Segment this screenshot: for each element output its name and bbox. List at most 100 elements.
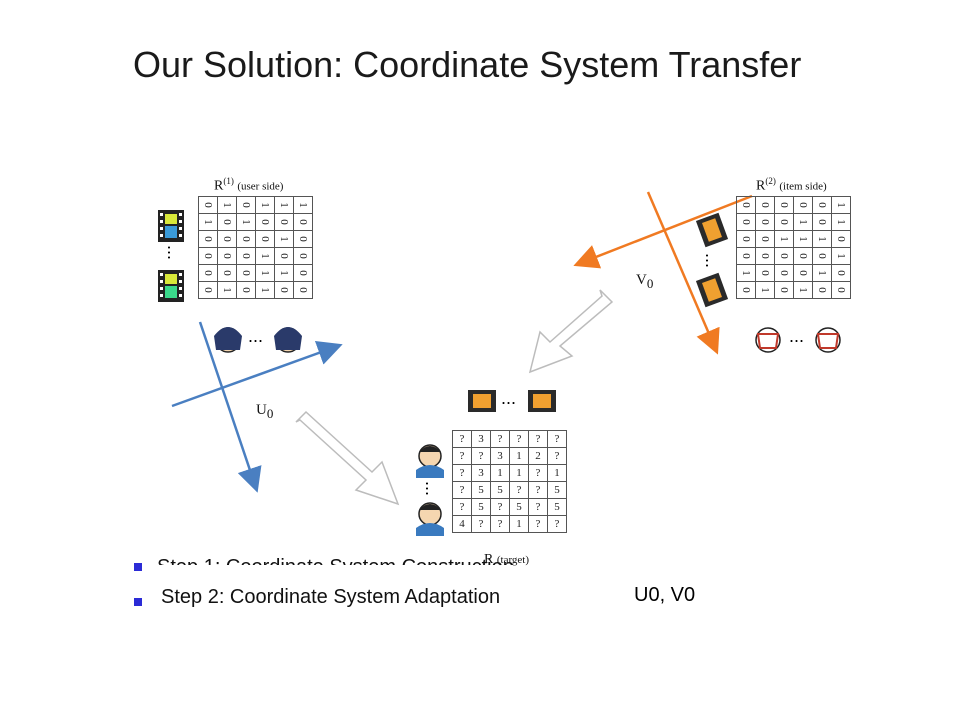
v-axis-label: V0 [636,272,654,291]
matrix-cell: 0 [793,264,813,282]
matrix-cell: 0 [774,213,794,231]
matrix-cell: ? [509,481,529,499]
matrix-cell: 0 [812,196,832,214]
matrix-cell: 0 [274,247,294,265]
matrix-cell: 0 [736,230,756,248]
matrix-cell: ? [528,515,548,533]
matrix-cell: 1 [509,515,529,533]
matrix-cell: ? [471,447,491,465]
matrix-cell: 5 [471,481,491,499]
bullet-step-2: Step 2: Coordinate System Adaptation [161,586,500,609]
matrix-cell: 0 [774,281,794,299]
matrix-cell: 1 [736,264,756,282]
matrix-cell: 1 [274,230,294,248]
person-icon [274,327,302,353]
matrix-cell: ? [452,498,472,516]
matrix-cell: ? [509,430,529,448]
matrix-cell: 0 [236,264,256,282]
matrix-cell: 0 [812,281,832,299]
matrix-cell: 4 [452,515,472,533]
matrix-cell: ? [547,515,567,533]
matrix-cell: ? [547,430,567,448]
matrix-cell: ? [471,515,491,533]
film-strip-icon [528,390,556,412]
matrix-cell: 5 [547,498,567,516]
transfer-arrow-right [528,289,614,374]
matrix-cell: 0 [755,264,775,282]
person-icon [755,327,781,353]
matrix-cell: 1 [812,264,832,282]
matrix-cell: 1 [547,464,567,482]
film-strip-icon [695,212,729,248]
matrix-cell: 0 [736,281,756,299]
matrix-cell: 0 [217,264,237,282]
ellipsis-users-left: ... [248,326,264,346]
matrix-cell: 0 [236,196,256,214]
matrix-cell: 1 [274,196,294,214]
person-icon [416,502,444,536]
matrix-cell: 0 [812,247,832,265]
matrix-cell: 1 [274,264,294,282]
matrix-cell: 1 [236,213,256,231]
matrix-cell: 0 [217,247,237,265]
matrix-cell: 0 [831,281,851,299]
matrix-cell: 1 [255,264,275,282]
matrix-cell: 0 [293,281,313,299]
formula-u0-v0: U0, V0 [634,584,696,606]
matrix-cell: ? [490,515,510,533]
matrix-cell: 1 [490,464,510,482]
bullet-step-2-text: Step 2: Coordinate System Adaptation [161,586,501,608]
matrix-cell: ? [547,447,567,465]
matrix-cell: 1 [217,281,237,299]
matrix-cell: 5 [471,498,491,516]
matrix-cell: 1 [255,196,275,214]
matrix-cell: 0 [293,213,313,231]
matrix-cell: 0 [793,247,813,265]
matrix-cell: 0 [217,230,237,248]
matrix-cell: 1 [255,281,275,299]
matrix-cell: ? [528,498,548,516]
matrix-cell: 3 [490,447,510,465]
matrix-cell: 0 [198,230,218,248]
matrix-cell: 0 [198,281,218,299]
matrix-cell: 5 [490,481,510,499]
matrix-cell: 0 [755,230,775,248]
matrix-cell: 0 [236,247,256,265]
matrix-cell: 1 [812,230,832,248]
matrix-cell: 3 [471,430,491,448]
matrix-cell: 0 [812,213,832,231]
bullet-marker [134,598,142,606]
matrix-cell: 1 [198,213,218,231]
u-axis-line-2 [171,341,343,408]
matrix-cell: 0 [255,230,275,248]
matrix-cell: 1 [774,230,794,248]
matrix-cell: 1 [831,213,851,231]
bullet-marker [134,563,142,571]
user-matrix-label: R(1) (user side) [214,176,284,194]
matrix-cell: 0 [217,213,237,231]
matrix-cell: 0 [774,264,794,282]
u-axis-label: U0 [256,402,274,421]
matrix-cell: ? [452,481,472,499]
matrix-cell: 0 [793,196,813,214]
matrix-cell: 0 [774,247,794,265]
matrix-cell: 0 [293,264,313,282]
matrix-cell: 0 [755,213,775,231]
bullet-step-1-text: Step 1: Coordinate System Construction [157,556,514,578]
matrix-cell: 0 [198,196,218,214]
matrix-cell: 0 [293,230,313,248]
matrix-cell: 2 [528,447,548,465]
